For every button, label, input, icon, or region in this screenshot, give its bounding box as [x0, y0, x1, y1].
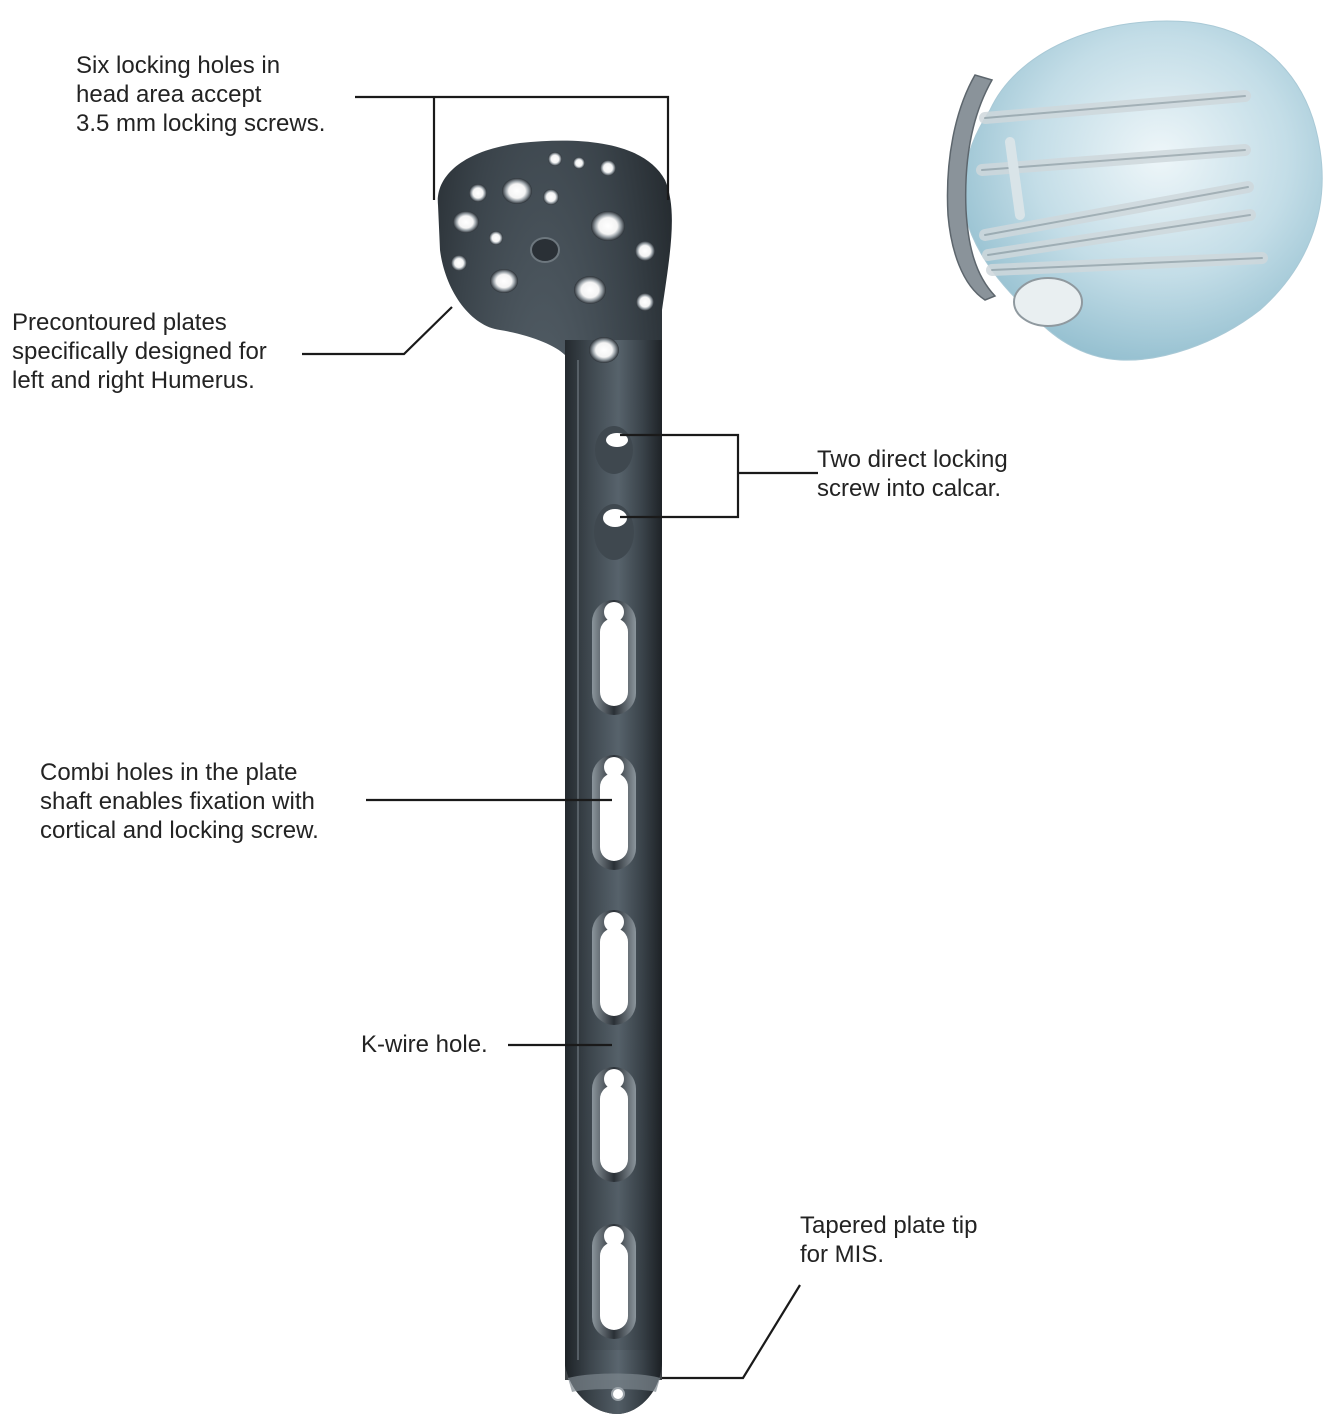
callout-precontoured-plates: Precontoured plates specifically designe…	[12, 308, 267, 395]
combi-hole-2	[592, 755, 636, 870]
callout-kwire-hole: K-wire hole.	[361, 1030, 488, 1059]
callout-six-locking-holes: Six locking holes in head area accept 3.…	[76, 51, 325, 138]
callout-tapered-tip: Tapered plate tip for MIS.	[800, 1211, 977, 1269]
callout-combi-holes: Combi holes in the plate shaft enables f…	[40, 758, 319, 845]
combi-hole-3	[592, 910, 636, 1025]
combi-hole-1	[592, 600, 636, 715]
leader-tapered	[662, 1285, 800, 1378]
callout-two-direct-locking: Two direct locking screw into calcar.	[817, 445, 1008, 503]
humerus-plate	[438, 141, 672, 1414]
humeral-head-illustration	[947, 21, 1322, 360]
leader-precontoured	[302, 307, 452, 354]
combi-hole-4	[592, 1067, 636, 1182]
combi-hole-5	[592, 1224, 636, 1339]
kwire-hole-shape	[612, 1388, 624, 1400]
